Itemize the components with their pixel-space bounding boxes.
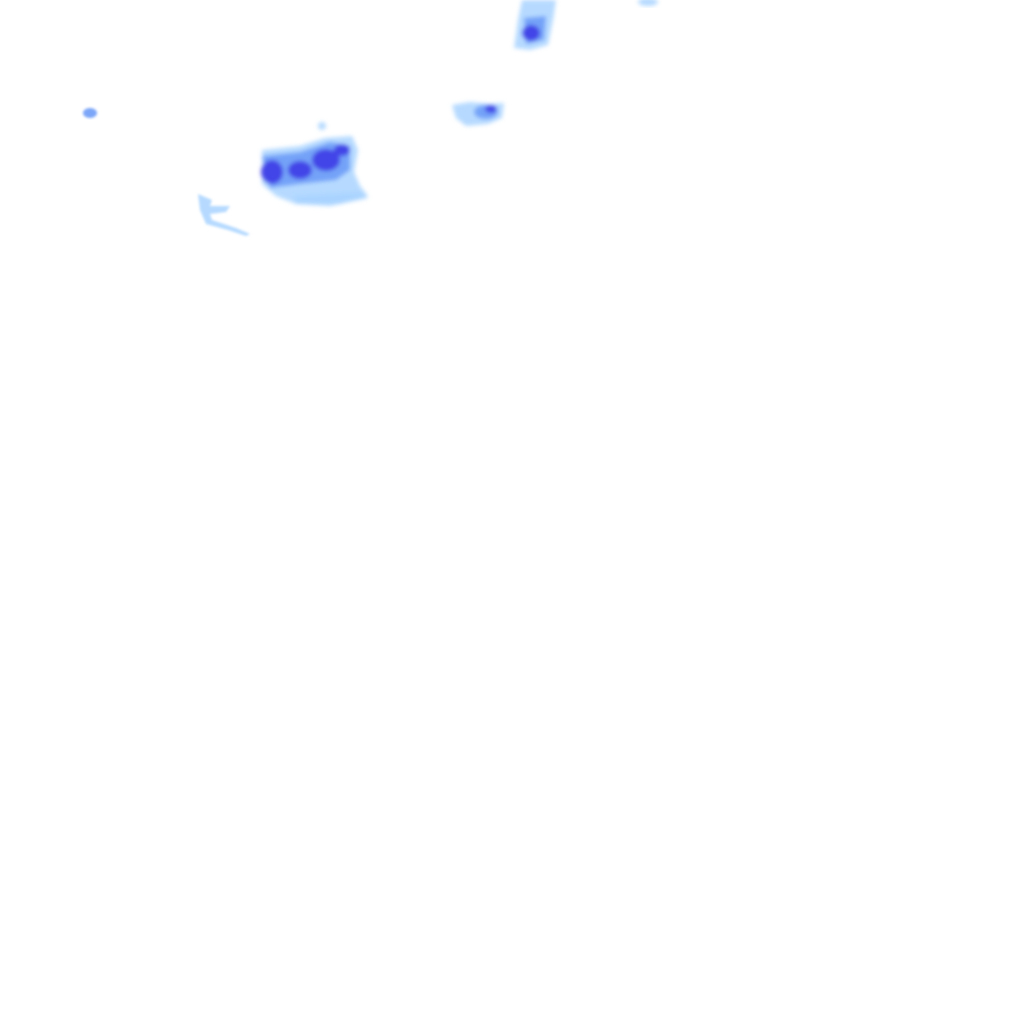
rain-cell-west-small: [83, 108, 97, 118]
rain-cell-north-central: [452, 102, 504, 126]
rain-cell-north-band: [514, 0, 556, 50]
rain-cell-main-cluster: [261, 122, 368, 206]
rain-cell-northeast-fragment: [638, 0, 658, 6]
rain-streak-southwest: [198, 194, 250, 236]
